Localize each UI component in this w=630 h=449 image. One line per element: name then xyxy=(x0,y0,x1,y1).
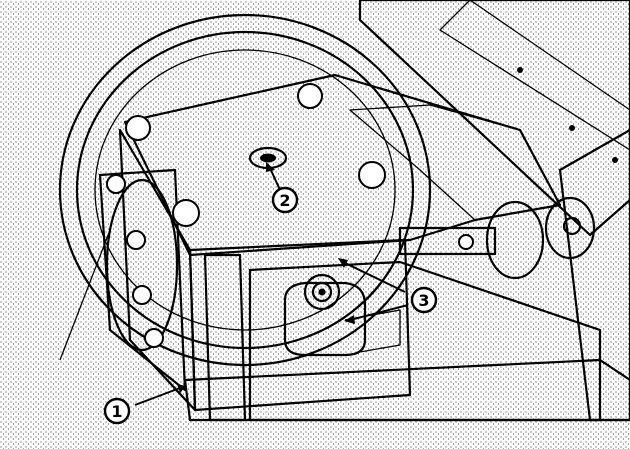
callout-3: 3 xyxy=(410,286,438,314)
leader-lines xyxy=(134,162,409,406)
bolt-icon xyxy=(125,115,151,141)
bolt-icon xyxy=(297,83,323,109)
top-cover-plate xyxy=(123,73,562,257)
bolt-icon xyxy=(132,285,152,305)
bolt-icon xyxy=(106,174,126,194)
callout-3-label: 3 xyxy=(418,291,429,310)
level-plug-fitting xyxy=(283,273,401,357)
callout-1: 1 xyxy=(103,397,131,425)
frame-rails xyxy=(358,0,630,422)
callout-2-label: 2 xyxy=(279,191,290,210)
cover-bolts xyxy=(106,83,386,348)
callout-1-label: 1 xyxy=(111,402,122,421)
bolt-icon xyxy=(126,230,146,250)
wheel-drum xyxy=(58,13,432,367)
bolt-icon xyxy=(172,199,200,227)
bolt-icon xyxy=(358,161,386,189)
base-plate xyxy=(183,260,630,422)
bolt-icon xyxy=(144,328,164,348)
support-leg xyxy=(203,253,247,422)
callout-2: 2 xyxy=(271,186,299,214)
